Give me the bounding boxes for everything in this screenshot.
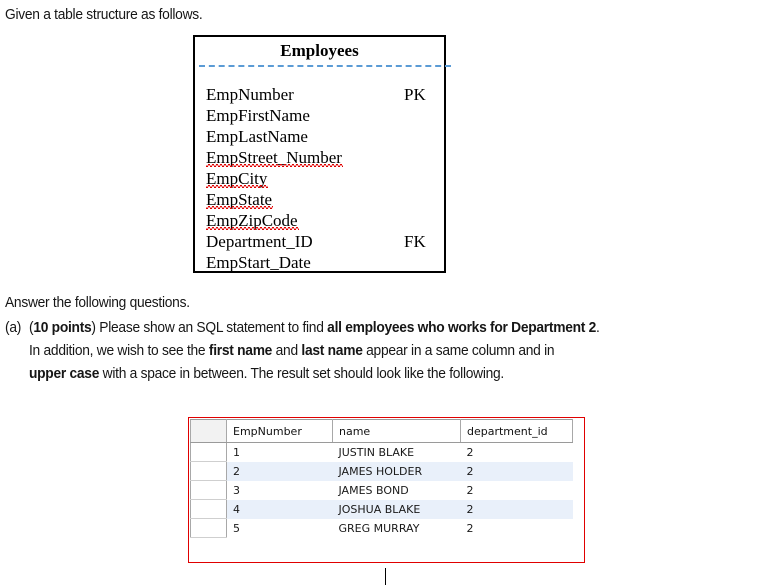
entity-divider <box>199 65 451 67</box>
attribute-name: EmpStreet_Number <box>206 148 343 167</box>
cell-empnumber: 5 <box>233 521 240 535</box>
column-header-empnumber[interactable]: EmpNumber <box>226 419 333 443</box>
q-a-line2-bold1: first name <box>208 342 273 359</box>
entity-title: Employees <box>280 41 359 60</box>
attribute-name: EmpZipCode <box>206 211 299 230</box>
cell-name: GREG MURRAY <box>338 521 420 535</box>
attribute-key-pk: PK <box>404 85 426 104</box>
attribute-name: EmpNumber <box>206 85 294 104</box>
q-a-line2-mid: and <box>272 342 302 359</box>
attribute-name: EmpCity <box>206 169 269 188</box>
question-a-line3: upper case with a space in between. The … <box>29 365 504 383</box>
attribute-name: EmpStart_Date <box>206 253 311 272</box>
attribute-row: EmpLastName <box>206 126 446 147</box>
table-header-row: EmpNumber name department_id <box>190 419 573 443</box>
cell-department-id: 2 <box>460 461 573 481</box>
cell-empnumber: 1 <box>233 445 240 459</box>
attribute-key-fk: FK <box>404 232 426 251</box>
attribute-row: EmpNumber PK <box>206 84 446 105</box>
q-a-line3-end: with a space in between. The result set … <box>99 365 505 382</box>
cell-empnumber: 2 <box>226 461 333 481</box>
attribute-name: EmpState <box>206 190 274 209</box>
cell-empnumber: 4 <box>226 499 333 519</box>
table-row[interactable]: 4 JOSHUA BLAKE 2 <box>190 499 573 519</box>
row-selector-cell[interactable] <box>190 499 227 519</box>
attribute-row: EmpState <box>206 189 446 210</box>
row-selector-cell[interactable] <box>190 461 227 481</box>
q-a-line2-pre: In addition, we wish to see the <box>29 342 209 359</box>
q-a-line1-end: . <box>596 319 600 336</box>
question-a-line1: (10 points) Please show an SQL statement… <box>29 319 600 337</box>
q-a-line1-bold: all employees who works for Department 2 <box>327 319 597 336</box>
cell-empnumber: 3 <box>233 483 240 497</box>
q-a-points: 10 points <box>33 319 92 336</box>
attribute-name: EmpLastName <box>206 127 308 146</box>
q-a-line3-bold: upper case <box>29 365 100 382</box>
column-header-department-id[interactable]: department_id <box>460 419 573 443</box>
intro-paragraph: Given a table structure as follows. <box>5 6 203 23</box>
question-a-marker: (a) <box>5 319 22 336</box>
cell-department-id: 2 <box>466 483 474 497</box>
answer-heading: Answer the following questions. <box>5 294 190 311</box>
text-cursor-caret <box>385 568 386 585</box>
attribute-list: EmpNumber PK EmpFirstName EmpLastName Em… <box>206 84 446 273</box>
row-selector-cell[interactable] <box>190 518 227 538</box>
attribute-name: EmpFirstName <box>206 106 310 125</box>
employees-entity-box: Employees EmpNumber PK EmpFirstName EmpL… <box>193 35 451 273</box>
attribute-row: EmpStreet_Number <box>206 147 446 168</box>
cell-name: JAMES BOND <box>338 483 409 497</box>
attribute-row: EmpCity <box>206 168 446 189</box>
table-row[interactable]: 5 GREG MURRAY 2 <box>190 518 573 538</box>
cell-department-id: 2 <box>460 499 573 519</box>
row-selector-cell[interactable] <box>190 442 227 462</box>
column-header-rowselect[interactable] <box>190 419 227 443</box>
table-row[interactable]: 1 JUSTIN BLAKE 2 <box>190 442 573 462</box>
question-a-line2: In addition, we wish to see the first na… <box>29 342 555 360</box>
cell-department-id: 2 <box>466 445 474 459</box>
table-row[interactable]: 3 JAMES BOND 2 <box>190 480 573 500</box>
cell-name: JUSTIN BLAKE <box>338 445 415 459</box>
cell-department-id: 2 <box>466 521 474 535</box>
q-a-paren-open: ( <box>29 319 34 336</box>
attribute-name: Department_ID <box>206 232 313 251</box>
attribute-row: EmpZipCode <box>206 210 446 231</box>
attribute-row: EmpStart_Date <box>206 252 446 273</box>
attribute-row: EmpFirstName <box>206 105 446 126</box>
q-a-line2-bold2: last name <box>301 342 363 359</box>
result-set-table: EmpNumber name department_id 1 JUSTIN BL… <box>190 419 573 538</box>
q-a-line1-mid: ) Please show an SQL statement to find <box>91 319 328 336</box>
attribute-row: Department_ID FK <box>206 231 446 252</box>
cell-name: JAMES HOLDER <box>332 461 461 481</box>
cell-name: JOSHUA BLAKE <box>332 499 461 519</box>
result-set-region: EmpNumber name department_id 1 JUSTIN BL… <box>188 417 585 563</box>
row-selector-cell[interactable] <box>190 480 227 500</box>
table-row[interactable]: 2 JAMES HOLDER 2 <box>190 461 573 481</box>
column-header-name[interactable]: name <box>332 419 461 443</box>
q-a-line2-end: appear in a same column and in <box>362 342 555 359</box>
